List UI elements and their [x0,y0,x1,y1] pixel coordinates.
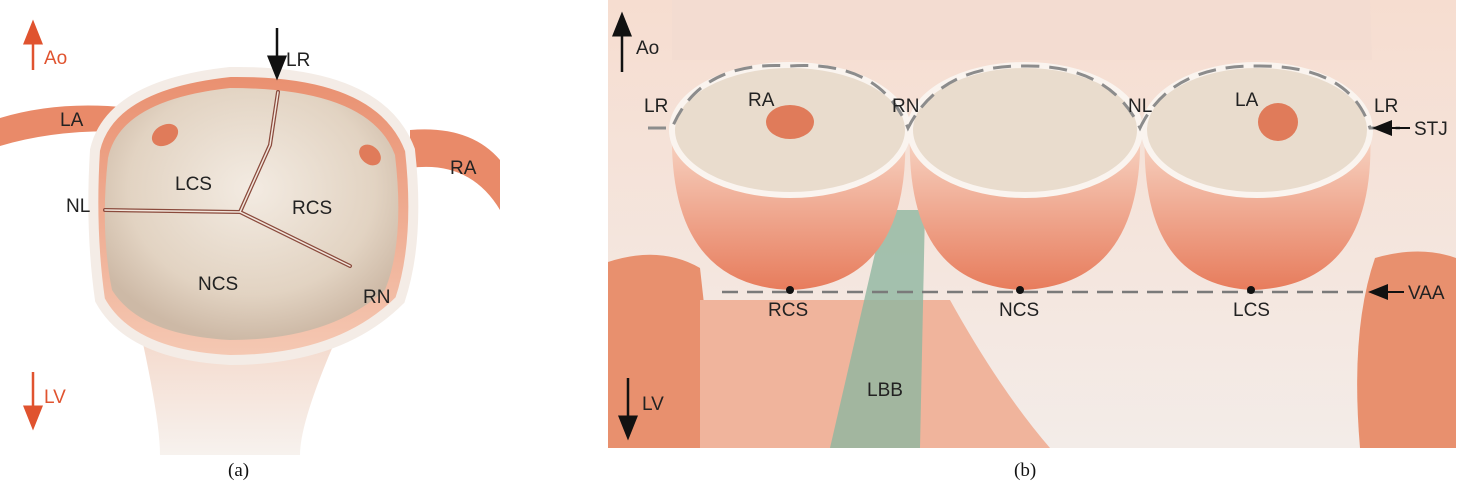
rcs-nadir-dot [786,286,794,294]
panel-a-nl-label: NL [66,196,90,217]
panel-a-ncs-label: NCS [198,274,238,295]
panel-a-illustration [0,19,500,455]
panel-a-rn-label: RN [363,287,390,308]
panel-b-rcs-label: RCS [768,300,808,321]
panel-a-ao-label: Ao [44,48,67,69]
panel-b-la-label: LA [1235,90,1259,111]
panel-b-lr-left-label: LR [644,96,668,117]
panel-b-ra-label: RA [748,90,775,111]
left-atrium-band [0,105,135,146]
panel-b-caption: (b) [1014,460,1036,481]
panel-a-lcs-label: LCS [175,174,212,195]
panel-b-ncs-label: NCS [999,300,1039,321]
panel-a-caption: (a) [228,460,249,481]
right-atrium-band [410,129,500,210]
lcs-nadir-dot [1247,286,1255,294]
panel-b-lr-right-label: LR [1374,96,1398,117]
panel-b-rn-label: RN [892,96,919,117]
panel-a-rcs-label: RCS [292,198,332,219]
sinotubular-junction-line [648,64,1400,132]
panel-a-la-label: LA [60,110,84,131]
panel-b-ao-label: Ao [636,38,659,59]
panel-b-nl-label: NL [1128,96,1152,117]
right-coronary-ostium [359,144,381,166]
cusp-area [104,88,399,340]
panel-b-lbb-label: LBB [867,380,903,401]
aorta-top [672,0,1372,60]
left-coronary-ostium [151,123,179,147]
outflow-stem [140,330,340,455]
panel-b-lcs-label: LCS [1233,300,1270,321]
right-tissue-mass [1357,251,1456,448]
ncs-nadir-dot [1016,286,1024,294]
left-bundle-branch [830,210,925,448]
left-tissue-mass [608,254,720,448]
panel-b-illustration [608,0,1456,448]
panel-b-stj-label: STJ [1414,119,1448,140]
right-coronary-ostium-b [766,105,814,139]
panel-b-lv-label: LV [642,394,664,415]
left-coronary-ostium-b [1258,103,1298,141]
panel-a-ra-label: RA [450,158,477,179]
panel-a-lv-label: LV [44,387,66,408]
panel-b-vaa-label: VAA [1408,283,1445,304]
panel-a-lr-label: LR [286,50,310,71]
